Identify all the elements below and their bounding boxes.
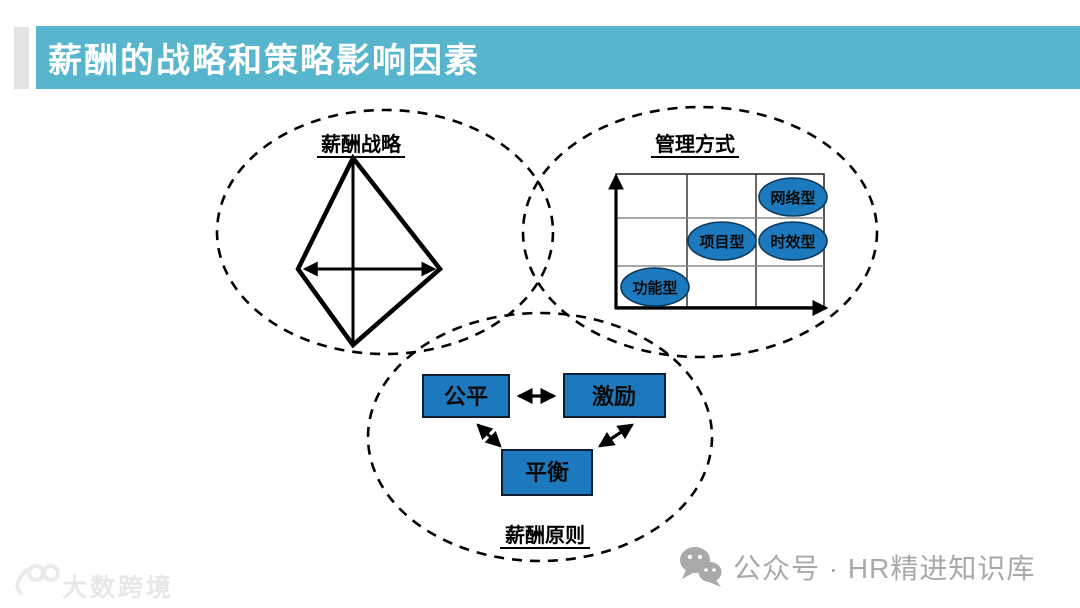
strategy-circle-title: 薪酬战略 (321, 132, 402, 156)
matrix-ellipse-project: 项目型 (687, 221, 757, 261)
principle-box-incentive: 激励 (563, 373, 666, 418)
principle-box-fairness: 公平 (422, 374, 510, 418)
principles-circle-title: 薪酬原则 (505, 524, 585, 547)
management-circle-title: 管理方式 (655, 132, 735, 156)
logo-text: 大数跨境 (62, 573, 174, 602)
header-accent-bar (14, 27, 29, 89)
strategy-kite-shape (295, 153, 444, 349)
wechat-label: 公众号 · HR精进知识库 (733, 553, 1035, 584)
header-bar: 薪酬的战略和策略影响因素 (36, 26, 1080, 89)
wechat-icon (680, 547, 722, 587)
logo-mark-icon (15, 564, 60, 596)
matrix-ellipse-label: 网络型 (770, 189, 815, 207)
matrix-ellipse-functional: 功能型 (620, 267, 690, 307)
principle-box-label: 平衡 (525, 460, 569, 485)
strategy-circle-outline (215, 108, 555, 356)
matrix-ellipse-label: 项目型 (699, 233, 744, 251)
matrix-ellipse-label: 功能型 (632, 279, 677, 297)
principle-arrows (476, 388, 635, 448)
matrix-ellipse-label: 时效型 (770, 233, 815, 251)
principle-box-label: 公平 (444, 384, 488, 409)
principle-box-balance: 平衡 (501, 449, 593, 496)
principles-circle-outline (366, 311, 714, 563)
principle-box-label: 激励 (592, 384, 636, 409)
wechat-watermark: 公众号 · HR精进知识库 (680, 547, 1035, 587)
management-circle-outline (521, 105, 879, 359)
matrix-ellipse-network: 网络型 (758, 177, 828, 217)
logo-watermark: 大数跨境 (15, 564, 174, 602)
page-title: 薪酬的战略和策略影响因素 (48, 42, 480, 80)
matrix-ellipse-timeliness: 时效型 (758, 221, 828, 261)
